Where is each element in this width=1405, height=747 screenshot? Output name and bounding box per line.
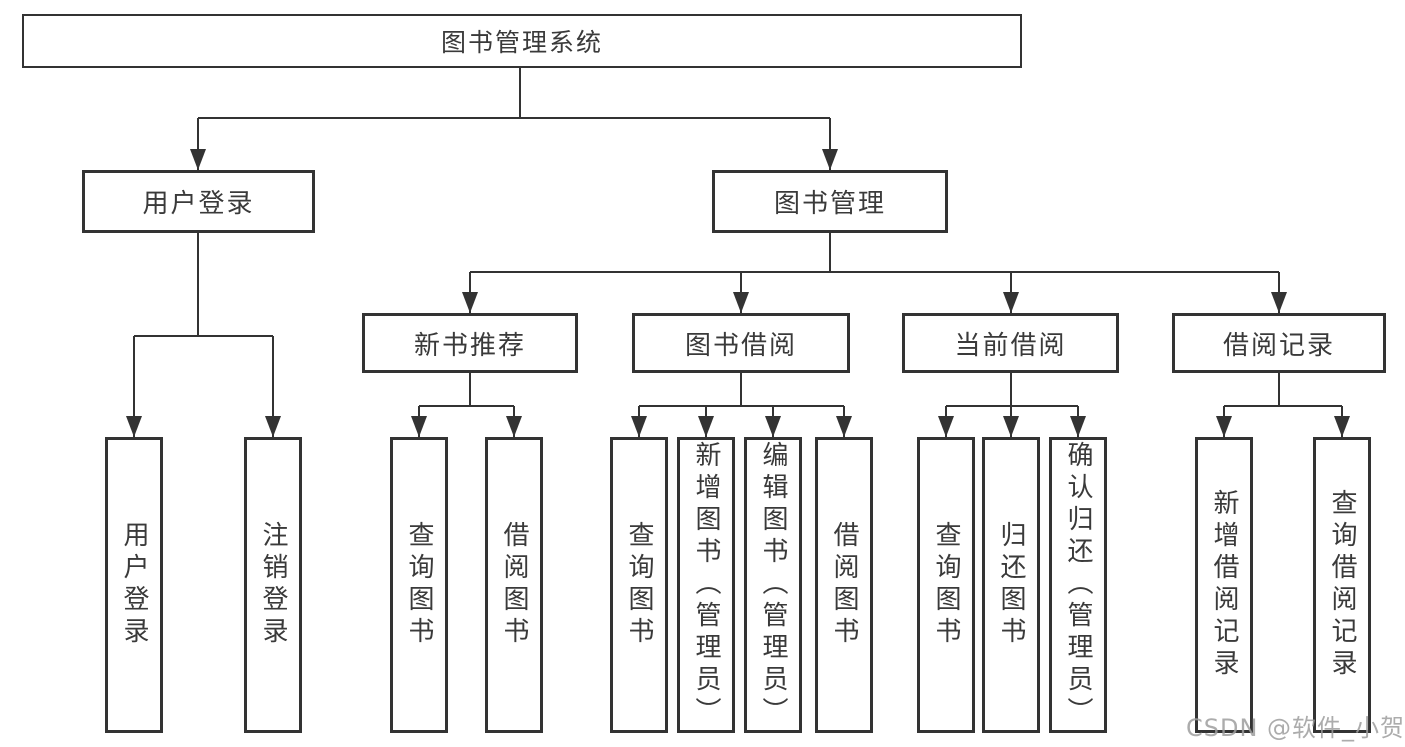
node-label: 查询图书 <box>404 521 434 649</box>
node-label: 新书推荐 <box>413 330 526 361</box>
node-label: 查询借阅记录 <box>1327 489 1357 681</box>
node-user-login: 用户登录 <box>82 170 315 233</box>
leaf-bb-edit-books-admin: 编辑图书（管理员） <box>744 437 802 733</box>
node-current-borrowing: 当前借阅 <box>902 313 1119 373</box>
node-label: 用户登录 <box>119 521 149 649</box>
node-label: 借阅图书 <box>829 521 859 649</box>
node-label: 查询图书 <box>931 521 961 649</box>
leaf-cb-query-books: 查询图书 <box>917 437 975 733</box>
leaf-bb-query-books: 查询图书 <box>610 437 668 733</box>
node-label: 新增借阅记录 <box>1209 489 1239 681</box>
leaf-bb-add-books-admin: 新增图书（管理员） <box>677 437 735 733</box>
node-book-management: 图书管理 <box>712 170 948 233</box>
leaf-cb-confirm-return-admin: 确认归还（管理员） <box>1049 437 1107 733</box>
node-label: 图书借阅 <box>684 330 797 361</box>
node-library-management-system: 图书管理系统 <box>22 14 1022 68</box>
node-label: 归还图书 <box>996 521 1026 649</box>
node-book-borrowing: 图书借阅 <box>632 313 850 373</box>
node-label: 用户登录 <box>142 189 255 219</box>
node-label: 新增图书（管理员） <box>691 441 721 729</box>
node-label: 图书管理系统 <box>440 28 603 57</box>
node-label: 确认归还（管理员） <box>1063 441 1093 729</box>
node-label: 查询图书 <box>624 521 654 649</box>
leaf-bb-borrow-books: 借阅图书 <box>815 437 873 733</box>
csdn-watermark: CSDN @软件_小贺同学 <box>1186 714 1405 742</box>
leaf-user-login: 用户登录 <box>105 437 163 733</box>
leaf-cb-return-books: 归还图书 <box>982 437 1040 733</box>
leaf-nb-borrow-books: 借阅图书 <box>485 437 543 733</box>
leaf-br-add-record: 新增借阅记录 <box>1195 437 1253 733</box>
node-new-book-recommend: 新书推荐 <box>362 313 578 373</box>
node-label: 编辑图书（管理员） <box>758 441 788 729</box>
leaf-nb-query-books: 查询图书 <box>390 437 448 733</box>
leaf-br-query-record: 查询借阅记录 <box>1313 437 1371 733</box>
node-label: 图书管理 <box>773 189 886 219</box>
node-label: 当前借阅 <box>954 330 1067 361</box>
node-label: 注销登录 <box>258 521 288 649</box>
node-label: 借阅记录 <box>1222 330 1335 361</box>
leaf-logout: 注销登录 <box>244 437 302 733</box>
node-borrow-records: 借阅记录 <box>1172 313 1386 373</box>
node-label: 借阅图书 <box>499 521 529 649</box>
